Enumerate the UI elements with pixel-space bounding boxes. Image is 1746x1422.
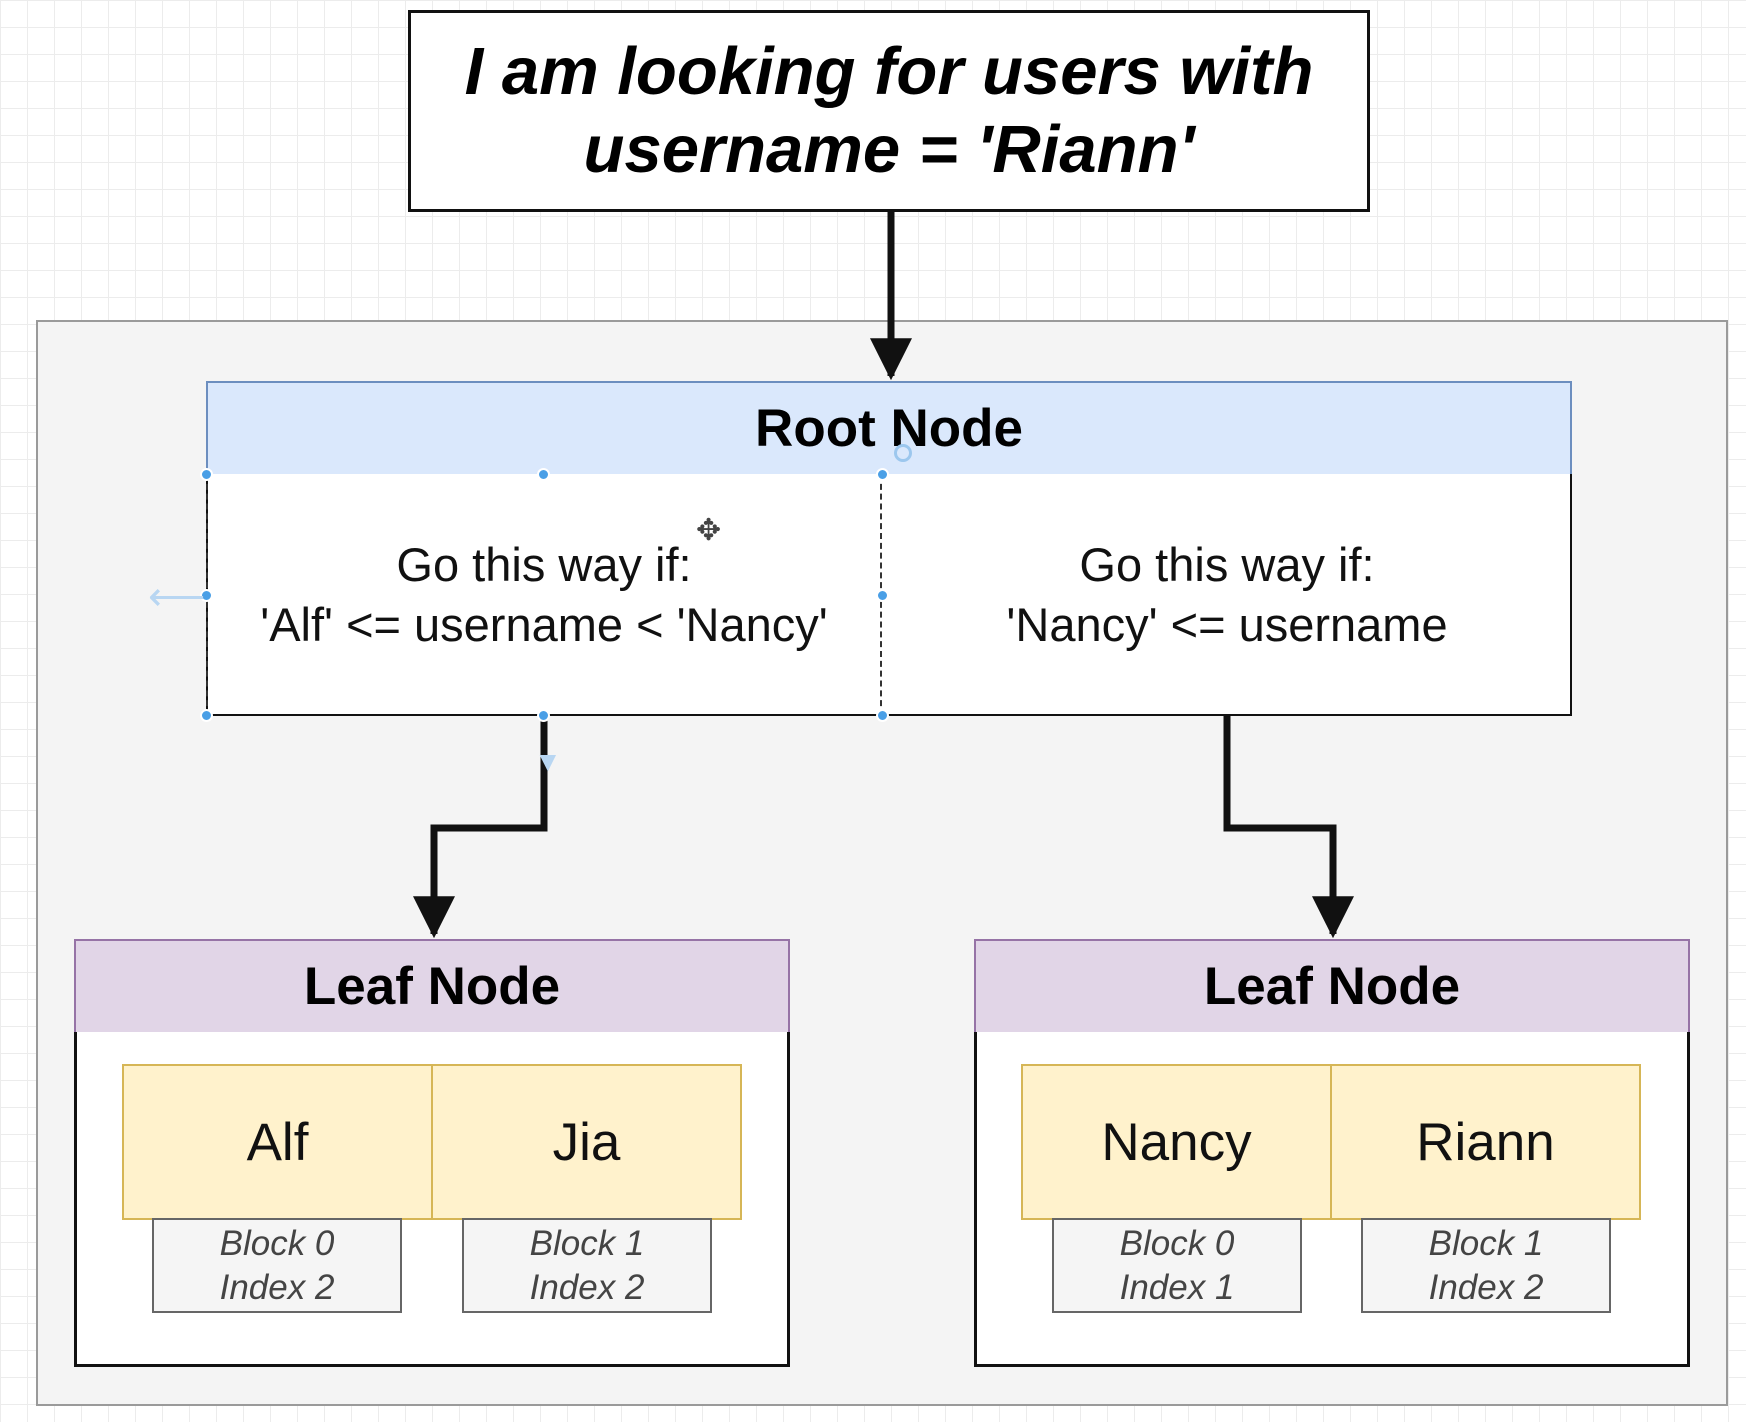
leaf-node-right-header[interactable]: Leaf Node [974, 939, 1690, 1034]
record-block: Block 0 [219, 1223, 335, 1263]
leaf-node-title: Leaf Node [1203, 957, 1461, 1016]
selection-handle[interactable] [537, 468, 550, 481]
record-pointer[interactable]: Block 0 Index 2 [152, 1218, 402, 1313]
leaf-key-cell[interactable]: Alf [122, 1064, 433, 1220]
branch-condition: 'Nancy' <= username [1006, 598, 1448, 651]
leaf-key-cell[interactable]: Nancy [1021, 1064, 1332, 1220]
record-pointer[interactable]: Block 1 Index 2 [1361, 1218, 1611, 1313]
query-text: I am looking for users with username = '… [464, 34, 1314, 187]
root-node-header[interactable]: Root Node [206, 381, 1572, 476]
record-block: Block 0 [1119, 1223, 1235, 1263]
selection-handle[interactable] [876, 468, 889, 481]
leaf-key: Nancy [1101, 1112, 1252, 1172]
leaf-node-title: Leaf Node [303, 957, 561, 1016]
connect-arrow-left-icon[interactable]: ⟵ [148, 575, 206, 619]
selection-handle[interactable] [200, 589, 213, 602]
leaf-key: Jia [552, 1112, 621, 1172]
root-node-body[interactable] [206, 474, 1572, 716]
connect-arrow-down-icon[interactable]: ▼ [534, 746, 562, 777]
selection-handle[interactable] [200, 709, 213, 722]
query-box[interactable]: I am looking for users with username = '… [408, 10, 1370, 212]
record-pointer[interactable]: Block 0 Index 1 [1052, 1218, 1302, 1313]
root-branch-left[interactable]: Go this way if: 'Alf' <= username < 'Nan… [206, 474, 882, 716]
rotate-handle-icon[interactable] [894, 444, 912, 462]
move-cursor-icon: ✥ [696, 514, 722, 547]
leaf-key-cell[interactable]: Riann [1330, 1064, 1641, 1220]
leaf-key-cell[interactable]: Jia [431, 1064, 742, 1220]
branch-condition-heading: Go this way if: [396, 538, 692, 591]
record-block: Block 1 [529, 1223, 645, 1263]
record-block: Block 1 [1428, 1223, 1544, 1263]
selection-handle[interactable] [537, 709, 550, 722]
record-pointer[interactable]: Block 1 Index 2 [462, 1218, 712, 1313]
root-branch-right[interactable]: Go this way if: 'Nancy' <= username [882, 474, 1572, 716]
record-index: Index 2 [529, 1267, 645, 1307]
selection-handle[interactable] [876, 589, 889, 602]
selection-handle[interactable] [876, 709, 889, 722]
record-index: Index 1 [1119, 1267, 1235, 1307]
leaf-key: Riann [1416, 1112, 1555, 1172]
record-index: Index 2 [1428, 1267, 1544, 1307]
root-node-title: Root Node [755, 399, 1023, 458]
branch-condition: 'Alf' <= username < 'Nancy' [260, 598, 828, 651]
selection-handle[interactable] [200, 468, 213, 481]
leaf-node-left-header[interactable]: Leaf Node [74, 939, 790, 1034]
branch-condition-heading: Go this way if: [1079, 538, 1375, 591]
leaf-key: Alf [246, 1112, 309, 1172]
record-index: Index 2 [219, 1267, 335, 1307]
